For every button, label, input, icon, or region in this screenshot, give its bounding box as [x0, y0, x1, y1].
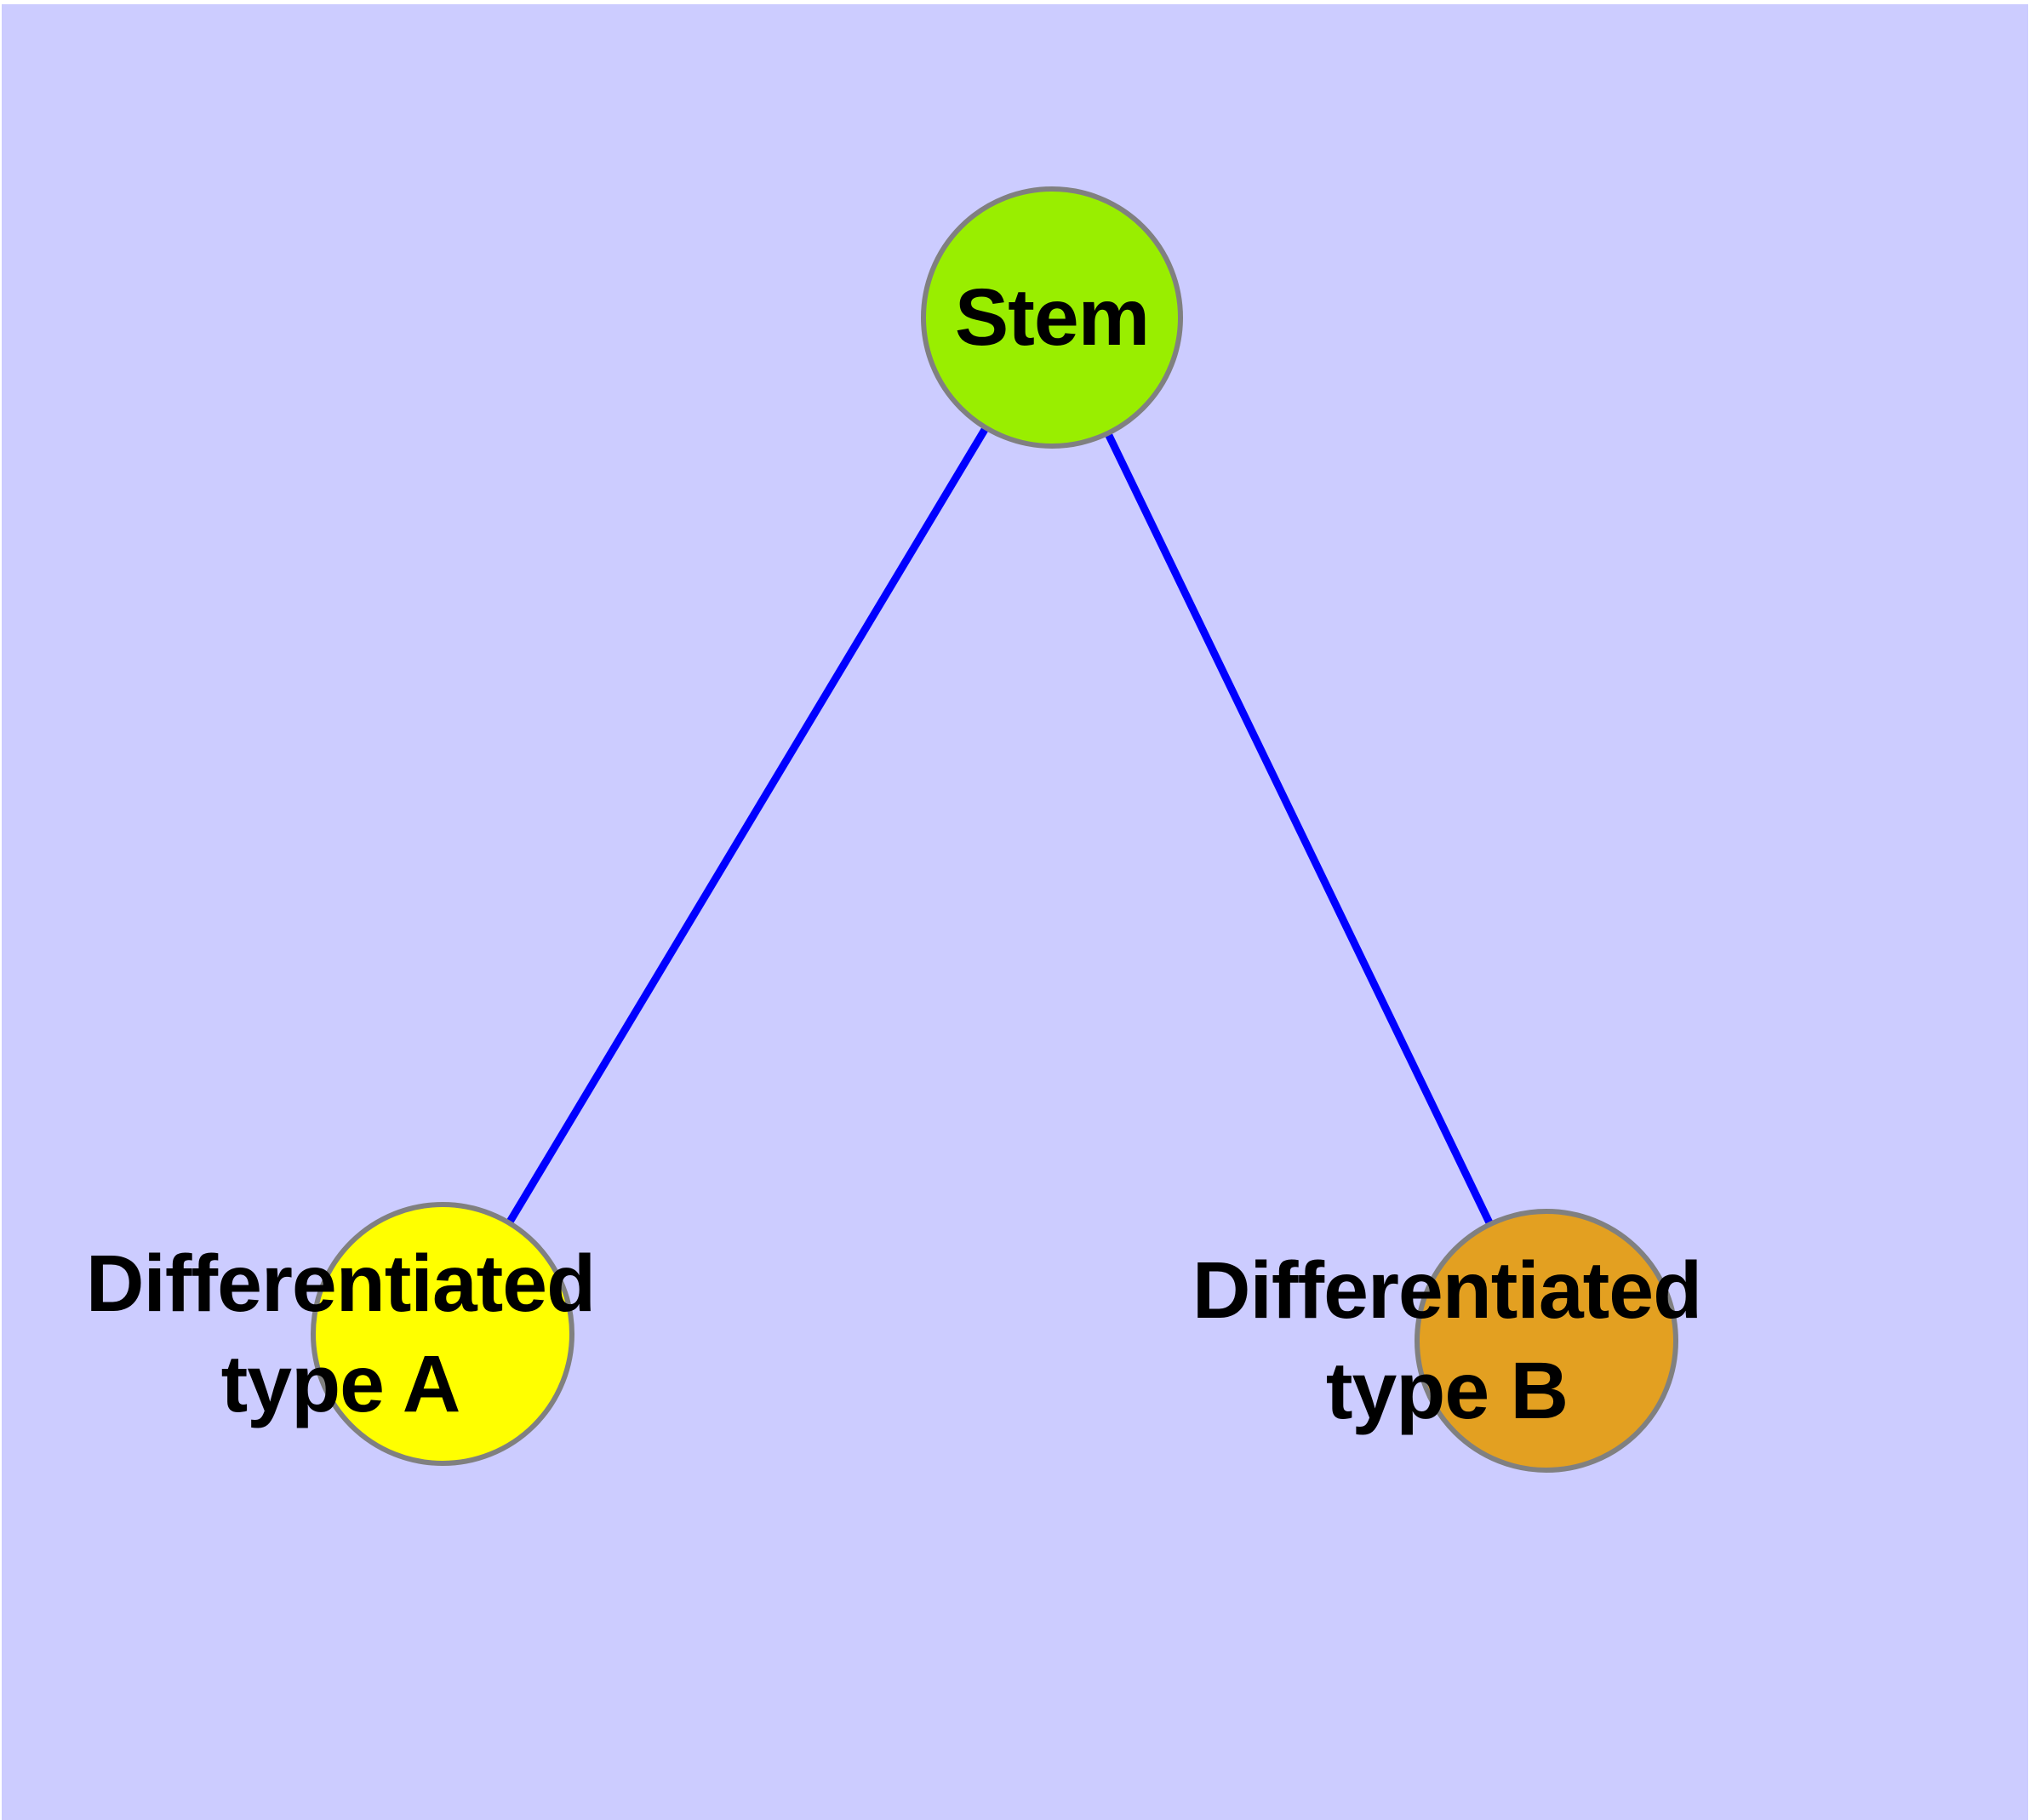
edges-layer [505, 424, 1495, 1228]
edge-stem-to-b [1103, 430, 1495, 1228]
edge-stem-to-a [505, 424, 991, 1227]
node-diff_a[interactable] [311, 1202, 574, 1466]
node-stem[interactable] [921, 186, 1183, 449]
nodes-layer [311, 186, 1678, 1473]
node-diff_b[interactable] [1415, 1209, 1678, 1473]
